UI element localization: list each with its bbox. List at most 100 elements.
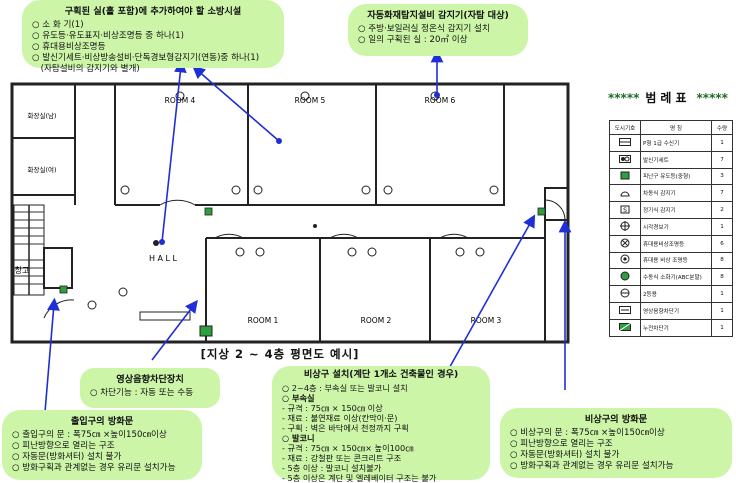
callout-item: ○ 차단기능 : 자동 또는 수동 [90,388,194,398]
callout-fire-detector: 자동화재탐지설비 감지기(자탐 대상) ○ 주방·보일러실 정온식 감지기 설치… [348,4,528,56]
callout-exit-firedoor: 비상구의 방화문 ○ 비상구의 문 : 폭75㎝ ×높이150㎝이상 ○ 피난방… [500,408,732,478]
legend-item-name: 피난구 유도등(중형) [640,167,712,186]
callout-item: ○ 휴대용비상조명등 [32,42,106,52]
callout-item: - 규격 : 75㎝ × 150㎝ 이상 [282,403,383,413]
callout-title: 영상음향차단장치 [116,374,184,385]
legend-item-name: 차동식 감지기 [640,184,712,203]
callout-subheading: ○ 부속실 [282,393,315,403]
stairs [13,204,45,296]
legend-item-qty: 1 [711,134,733,152]
legend-item-qty: 8 [711,268,733,287]
callout-item: - 재료 : 불연재료 이상(칸막이·문) [282,413,398,423]
transmitter-set-icon [609,150,641,169]
legend-row: 수동식 소화기(ABC분말) 8 [609,268,733,287]
legend-row: 차동식 감지기 7 [609,184,733,203]
legend-item-name: 2등용 [640,285,712,303]
callout-title: 비상구의 방화문 [584,414,648,425]
restroom-f-label: 화장실(여) [28,165,57,174]
callout-item: ○ 소 화 기(1) [32,20,84,30]
callout-item: - 재료 : 강철판 또는 콘크리트 구조 [282,453,402,463]
smoke-detector-icon: S [609,201,641,219]
legend-row: 휴대용비상조명등 6 [609,234,733,253]
legend-item-qty: 7 [711,184,733,203]
svg-text:S: S [623,207,627,214]
legend-item-name: 휴대용비상조명등 [640,234,712,253]
legend-row: P형 1급 수신기 1 [609,134,733,152]
callout-item: ○ 자동문(방화셔터) 설치 불가 [510,450,620,460]
room6-label: ROOM 6 [425,96,456,105]
callout-item: ○ 일의 구획된 실 : 20㎡ 이상 [358,35,468,45]
legend-row: 누전차단기 1 [609,318,733,337]
legend-row: 피난구 유도등(중형) 3 [609,167,733,186]
legend-heading: 범례표 [645,91,691,105]
callout-item: ○ 주방·보일러실 정온식 감지기 설치 [358,24,490,34]
floor-plan-caption: [지상 2 ~ 4층 평면도 예시] [200,347,360,361]
restroom-m-label: 화장실(남) [28,111,57,120]
two-lamp-icon [609,285,641,303]
callout-item: - 구획 : 벽은 바닥에서 천정까지 구획 [282,423,409,433]
callout-item: - 5층 이상 : 발코니 설치불가 [282,463,382,473]
callout-title: 비상구 설치(계단 1개소 건축물인 경우) [303,369,459,380]
legend-table: 도시기호 명 칭 수량 P형 1급 수신기 1 발신기세트 7 피난구 유도등(… [609,120,733,337]
callout-title: 자동화재탐지설비 감지기(자탐 대상) [367,10,509,21]
legend-item-qty: 1 [711,285,733,303]
legend-item-qty: 3 [711,167,733,186]
legend-item-qty: 1 [711,217,733,236]
callout-entrance-firedoor: 출입구의 방화문 ○ 출입구의 문 : 폭75㎝ ×높이150㎝이상 ○ 피난방… [2,410,202,480]
callout-item: ○ 방화구획과 관계없는 경우 유리문 설치가능 [510,461,674,471]
legend-item-name: 수동식 소화기(ABC분말) [640,268,712,287]
legend-header-qty: 수량 [711,120,733,135]
legend-item-name: 누전차단기 [640,318,712,337]
receiver-symbol-icon [609,134,641,152]
callout-item: ○ 2~4층 : 부속실 또는 발코니 설치 [282,383,408,393]
legend-row: 휴대용 비상 조명등 8 [609,251,733,270]
callout-title: 출입구의 방화문 [70,416,134,427]
legend-item-name: 시각경보기 [640,217,712,236]
legend-item-name: 정기식 감지기 [640,201,712,219]
legend-stars-right: ***** [696,91,728,105]
legend-stars-left: ***** [608,91,640,105]
portable-light-icon [609,251,641,270]
callout-item: ○ 비상구의 문 : 폭75㎝ ×높이150㎝이상 [510,428,665,438]
callout-item: - 규격 : 75㎝ × 150㎝× 높이100㎝ [282,443,414,453]
legend-header-name: 명 칭 [640,120,712,135]
room5-label: ROOM 5 [295,96,326,105]
legend-item-qty: 6 [711,234,733,253]
callout-item: ○ 유도등·유도표지·비상조명등 중 하나(1) [32,31,184,41]
callout-item: ○ 자동문(방화셔터) 설치 불가 [12,452,122,462]
legend-title: ***** 범례표 ***** [608,89,736,106]
rate-detector-icon [609,184,641,203]
callout-emergency-exit: 비상구 설치(계단 1개소 건축물인 경우) ○ 2~4층 : 부속실 또는 발… [272,366,490,483]
legend-item-name: 영상음향차단기 [640,301,712,320]
legend-row: 영상음향차단기 1 [609,301,733,320]
legend-row: 발신기세트 7 [609,150,733,169]
av-breaker-icon [609,301,641,320]
legend-row: S 정기식 감지기 2 [609,201,733,219]
callout-item: - 5층 이상은 계단 및 엘레베이터 구조는 불가 [282,473,437,483]
legend-item-name: P형 1급 수신기 [640,134,712,152]
outer-wall [10,82,570,344]
callout-item: ○ 피난방향으로 열리는 구조 [510,439,613,449]
callout-item: ○ 발신기세트·비상방송설비·단독경보형감지기(연동)중 하나(1) [32,53,260,63]
callout-required-facilities: 구획된 실(홀 포함)에 추가하여야 할 소방시설 ○ 소 화 기(1) ○ 유… [22,0,284,74]
callout-item: (자탐설비의 감지기와 별개) [32,64,140,74]
legend-item-qty: 7 [711,150,733,169]
floor-plan: ROOM 4 ROOM 5 ROOM 6 ROOM 1 ROOM 2 ROOM … [10,49,572,413]
callout-subheading: ○ 발코니 [282,433,315,443]
exit-light-icon [609,167,641,186]
leakage-breaker-icon [609,318,641,337]
room2-label: ROOM 2 [361,316,392,325]
callout-av-shutoff: 영상음향차단장치 ○ 차단기능 : 자동 또는 수동 [80,368,220,408]
visual-alarm-icon [609,217,641,236]
hall-label: H A L L [149,254,178,263]
callout-item: ○ 출입구의 문 : 폭75㎝ ×높이150㎝이상 [12,430,167,440]
legend-row: 2등용 1 [609,285,733,303]
legend-item-qty: 1 [711,318,733,337]
storage-label: 창고 [15,266,30,275]
callout-item: ○ 방화구획과 관계없는 경우 유리문 설치가능 [12,463,176,473]
legend-item-qty: 1 [711,301,733,320]
legend-item-qty: 2 [711,201,733,219]
legend-item-name: 발신기세트 [640,150,712,169]
callout-title: 구획된 실(홀 포함)에 추가하여야 할 소방시설 [64,6,242,17]
legend-header-symbol: 도시기호 [609,120,641,135]
